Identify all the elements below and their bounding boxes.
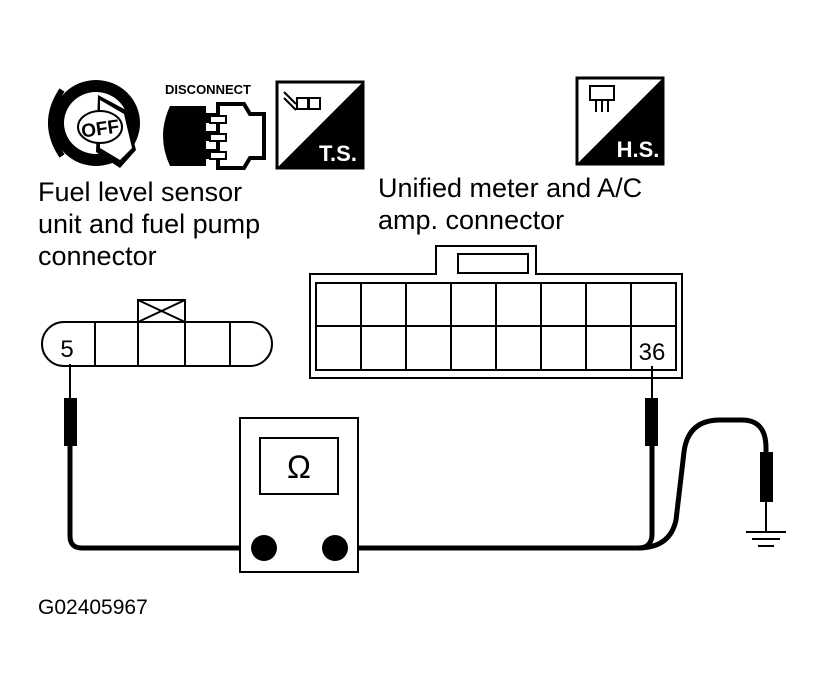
left-probe <box>64 364 77 446</box>
right-test-lead <box>335 446 655 551</box>
ignition-key-off-icon: OFF <box>48 80 140 168</box>
meter-terminal-number: 36 <box>639 339 666 366</box>
figure-id: G02405967 <box>38 596 148 619</box>
harness-side-label: H.S. <box>617 137 660 162</box>
meter-connector-label: Unified meter and A/C amp. connector <box>378 172 738 236</box>
ignition-off-label: OFF <box>80 116 121 142</box>
left-test-lead <box>67 446 264 551</box>
fuel-terminal-number: 5 <box>60 336 73 363</box>
harness-side-icon: H.S. <box>575 76 665 166</box>
meter-connector: 36 <box>309 245 683 379</box>
fuel-label-line-2: unit and fuel pump <box>38 209 261 239</box>
meter-terminal-right <box>322 535 348 561</box>
right-probe <box>645 366 658 446</box>
terminal-side-label: T.S. <box>319 141 357 166</box>
ground-lead <box>637 417 769 551</box>
disconnect-connector-icon: DISCONNECT <box>163 82 266 170</box>
fuel-connector-label: Fuel level sensor unit and fuel pump con… <box>38 176 338 272</box>
disconnect-label: DISCONNECT <box>165 82 251 97</box>
ground-symbol <box>746 452 786 547</box>
meter-label-line-1: Unified meter and A/C <box>378 173 643 203</box>
terminal-side-icon: T.S. <box>275 80 365 170</box>
fuel-label-line-1: Fuel level sensor <box>38 177 243 207</box>
fuel-connector: 5 <box>41 299 273 367</box>
meter-label-line-2: amp. connector <box>378 205 565 235</box>
fuel-label-line-3: connector <box>38 241 157 271</box>
ohm-symbol: Ω <box>287 449 311 485</box>
meter-terminal-left <box>251 535 277 561</box>
ohmmeter: Ω <box>239 417 359 573</box>
